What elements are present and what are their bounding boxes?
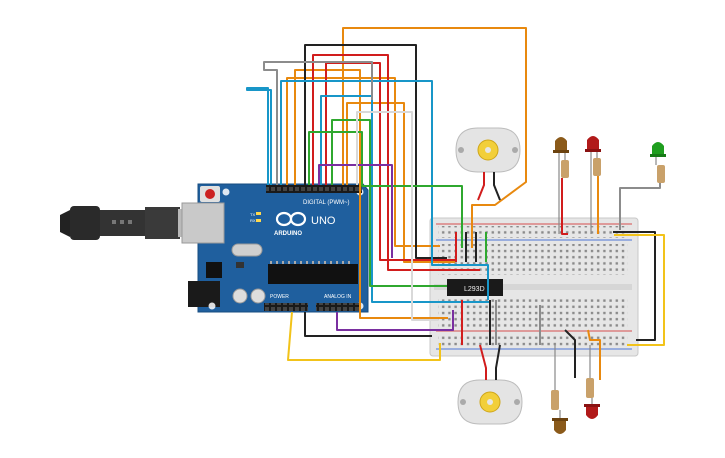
wire-black-2[interactable] [304, 312, 432, 337]
lower-terminal-strip[interactable] [438, 296, 628, 327]
wire-yellow-1[interactable] [287, 311, 441, 361]
tx-led [256, 212, 261, 215]
arduino-uno-board[interactable]: DIGITAL (PWM~) POWER ANALOG IN ARDUINO U… [181, 183, 369, 313]
led-bottom-brown[interactable] [551, 345, 568, 434]
l293d-chip[interactable]: L293D [447, 279, 503, 296]
arduino-model: UNO [311, 215, 336, 227]
resistor-2[interactable] [593, 158, 601, 176]
digital-header-label: DIGITAL (PWM~) [303, 200, 350, 206]
wire-blue-1[interactable] [246, 87, 272, 185]
wire-grey-1[interactable] [263, 61, 373, 185]
wire-purple-1[interactable] [318, 164, 393, 258]
breadboard-jumpers[interactable] [455, 232, 541, 345]
led-top-green[interactable] [650, 142, 666, 183]
resistor-3[interactable] [657, 165, 665, 183]
usb-chip [206, 262, 222, 278]
wire-green-2[interactable] [331, 119, 447, 287]
wire-orange-2[interactable] [342, 27, 527, 248]
wire-green-1[interactable] [308, 131, 463, 248]
analog-header-label: ANALOG IN [324, 294, 352, 300]
reset-button-cap[interactable] [205, 189, 215, 199]
center-channel [434, 284, 632, 290]
wire-orange-3[interactable] [346, 102, 455, 263]
wire-red-3[interactable] [561, 178, 568, 235]
power-header-label: POWER [270, 294, 289, 300]
led-bottom-red[interactable] [584, 345, 600, 419]
led-top-brown[interactable] [553, 137, 569, 234]
rx-label: RX [250, 218, 256, 223]
arduino-logo-icon [275, 211, 307, 227]
bottom-power-rail[interactable] [438, 334, 628, 346]
wire-orange-5[interactable] [587, 329, 601, 380]
power-jack [188, 281, 220, 307]
wire-orange-1[interactable] [286, 77, 440, 247]
wire-orange-4[interactable] [294, 69, 448, 319]
dc-motor-top[interactable] [455, 127, 521, 201]
wire-yellow-2[interactable] [614, 234, 665, 346]
l293d-label: L293D [464, 286, 485, 293]
wire-red-2[interactable] [325, 62, 457, 261]
tx-label: TX [250, 212, 255, 217]
wires[interactable] [246, 27, 665, 380]
wire-purple-2[interactable] [336, 310, 454, 331]
atmega-chip [268, 264, 358, 284]
wire-blue-2[interactable] [280, 80, 489, 300]
wire-black-1[interactable] [304, 44, 447, 259]
resistor-1[interactable] [561, 160, 569, 178]
rx-led [256, 219, 261, 222]
crystal-oscillator [231, 243, 263, 257]
led-top-red[interactable] [585, 136, 601, 234]
capacitor-1 [232, 288, 248, 304]
wire-red-1[interactable] [312, 54, 480, 271]
wire-black-4[interactable] [564, 329, 576, 378]
resistor-4[interactable] [551, 390, 559, 410]
wire-black-3[interactable] [613, 231, 656, 341]
breadboard[interactable] [429, 217, 639, 357]
resistor-5[interactable] [586, 378, 594, 398]
capacitor-2 [250, 288, 266, 304]
arduino-brand: ARDUINO [274, 231, 302, 237]
usb-jack [181, 202, 225, 244]
wire-white-1[interactable] [356, 111, 438, 321]
dc-motor-bottom[interactable] [457, 344, 523, 425]
